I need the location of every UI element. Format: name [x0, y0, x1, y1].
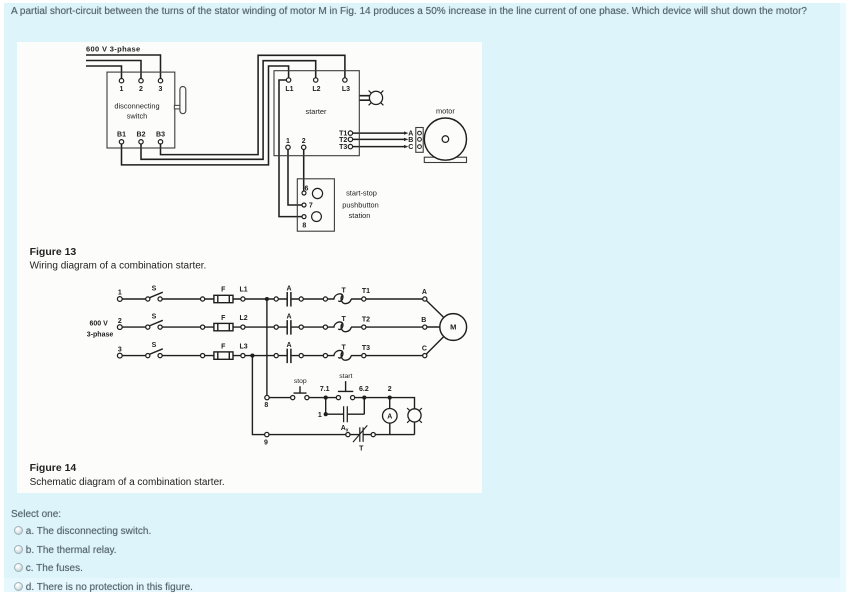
- svg-text:8: 8: [302, 222, 306, 229]
- svg-text:A: A: [408, 130, 413, 137]
- svg-text:9: 9: [264, 439, 268, 446]
- svg-text:1: 1: [286, 138, 290, 145]
- svg-text:T3: T3: [362, 344, 370, 351]
- svg-text:L2: L2: [312, 86, 320, 93]
- svg-text:start-stop: start-stop: [346, 188, 377, 197]
- svg-text:A: A: [286, 342, 291, 349]
- svg-text:T1: T1: [362, 288, 370, 295]
- svg-text:S: S: [152, 342, 157, 349]
- svg-text:L1: L1: [285, 86, 293, 93]
- svg-text:A: A: [387, 413, 392, 420]
- svg-text:T: T: [359, 445, 364, 452]
- svg-text:B: B: [421, 316, 426, 323]
- svg-text:6.2: 6.2: [359, 386, 369, 393]
- svg-text:Ax: Ax: [341, 425, 349, 434]
- svg-text:T2: T2: [362, 316, 370, 323]
- svg-text:T: T: [341, 287, 346, 294]
- svg-text:3-phase: 3-phase: [87, 331, 114, 338]
- svg-text:T: T: [341, 315, 346, 322]
- svg-text:switch: switch: [127, 111, 148, 120]
- svg-text:Figure 13: Figure 13: [30, 246, 77, 258]
- svg-text:1: 1: [318, 411, 322, 418]
- svg-text:B: B: [408, 137, 413, 144]
- svg-text:1: 1: [118, 289, 122, 296]
- svg-text:S: S: [152, 313, 157, 320]
- svg-text:A: A: [286, 313, 291, 320]
- svg-text:M: M: [450, 322, 456, 331]
- svg-text:S: S: [152, 285, 157, 292]
- svg-text:8: 8: [264, 402, 268, 409]
- svg-text:600 V 3-phase: 600 V 3-phase: [86, 44, 141, 53]
- svg-text:Wiring diagram of a combinatio: Wiring diagram of a combination starter.: [30, 260, 207, 271]
- svg-text:Figure 14: Figure 14: [30, 462, 77, 474]
- svg-text:L2: L2: [240, 314, 248, 321]
- svg-text:3: 3: [118, 346, 122, 353]
- svg-text:1: 1: [120, 86, 124, 93]
- svg-text:motor: motor: [436, 106, 455, 115]
- svg-text:stop: stop: [294, 377, 307, 384]
- svg-text:L3: L3: [342, 86, 350, 93]
- svg-text:L1: L1: [240, 286, 248, 293]
- svg-text:starter: starter: [306, 107, 327, 116]
- svg-text:T3: T3: [339, 144, 347, 151]
- svg-text:disconnecting: disconnecting: [114, 101, 159, 110]
- svg-text:2: 2: [302, 138, 306, 145]
- svg-text:F: F: [221, 343, 226, 350]
- svg-text:T: T: [341, 344, 346, 351]
- svg-text:600 V: 600 V: [90, 320, 109, 327]
- svg-text:B3: B3: [156, 131, 165, 138]
- svg-text:Schematic diagram of a combina: Schematic diagram of a combination start…: [30, 476, 225, 487]
- svg-text:T2: T2: [339, 137, 347, 144]
- svg-text:2: 2: [139, 86, 143, 93]
- svg-text:2: 2: [388, 386, 392, 393]
- svg-text:6: 6: [305, 185, 309, 192]
- svg-text:start: start: [339, 373, 352, 380]
- svg-text:B2: B2: [137, 131, 146, 138]
- svg-text:3: 3: [159, 86, 163, 93]
- svg-text:B1: B1: [117, 131, 126, 138]
- svg-text:7: 7: [309, 202, 313, 209]
- svg-text:F: F: [221, 286, 226, 293]
- svg-text:2: 2: [118, 317, 122, 324]
- svg-text:C: C: [408, 144, 413, 151]
- svg-text:station: station: [349, 211, 371, 220]
- svg-text:F: F: [221, 314, 226, 321]
- svg-text:A: A: [286, 285, 291, 292]
- svg-text:pushbutton: pushbutton: [342, 200, 379, 209]
- svg-text:C: C: [422, 345, 427, 352]
- svg-text:A: A: [422, 288, 427, 295]
- svg-text:7.1: 7.1: [320, 386, 330, 393]
- svg-text:T1: T1: [339, 130, 347, 137]
- svg-text:L3: L3: [240, 343, 248, 350]
